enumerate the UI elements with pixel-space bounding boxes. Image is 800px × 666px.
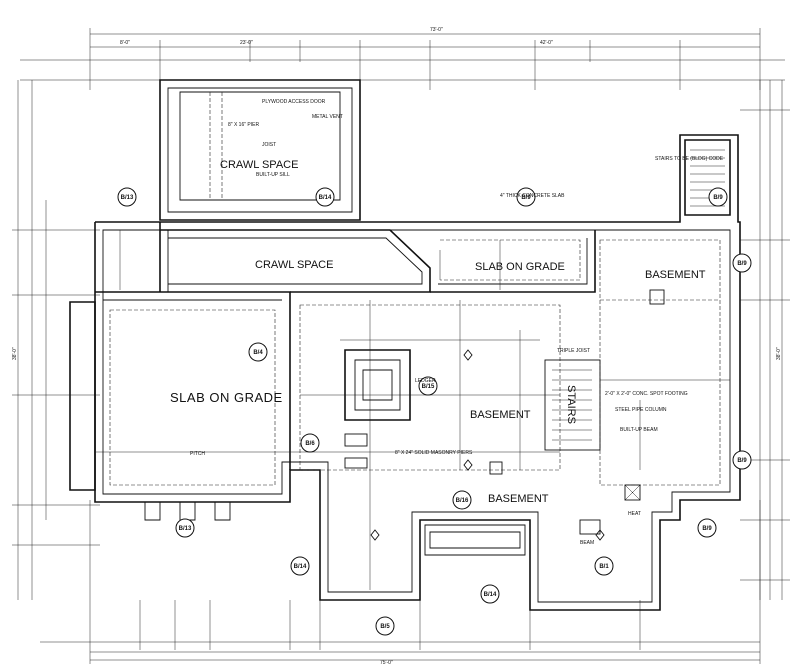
section-tag-label: B/9 [521,195,531,201]
section-tag-circle [732,450,752,470]
room-crawl-space-upper: CRAWL SPACE [220,159,298,171]
section-tag-label: B/16 [456,498,469,504]
section-tag: B/9 [697,518,717,538]
note-plywood-access-door: PLYWOOD ACCESS DOOR [262,99,326,105]
note-metal-vent: METAL VENT [312,114,343,120]
section-tag-circle [708,187,728,207]
section-tag: B/15 [418,376,438,396]
section-tag-label: B/9 [702,526,712,532]
dim-right-overall: 38'-0" [776,347,782,360]
room-basement-right: BASEMENT [645,269,706,281]
stair-run [544,149,725,451]
note-pitch: PITCH [190,451,205,457]
section-tag-label: B/15 [422,384,435,390]
room-slab-on-grade-center: SLAB ON GRADE [475,261,565,273]
section-tag-label: B/9 [737,458,747,464]
column-markers [370,349,605,541]
section-tag-label: B/14 [484,592,497,598]
fireplace [344,349,411,469]
note-built-up-sill: BUILT-UP SILL [256,172,290,178]
section-tag-circle [248,342,268,362]
section-tag-circle [594,556,614,576]
section-tag: B/14 [290,556,310,576]
section-tag: B/9 [708,187,728,207]
section-tag-circle [480,584,500,604]
note-heat: HEAT [628,511,641,517]
note-ledger: LEDGER [415,378,436,384]
note-built-up-beam: BUILT-UP BEAM [620,427,658,433]
foundation-walls [69,79,741,611]
note-beam: BEAM [580,540,594,546]
section-tag-label: B/9 [737,261,747,267]
dim-top-left: 8'-0" [120,40,130,46]
room-basement-center: BASEMENT [470,409,531,421]
dim-bottom-overall: 75'-0" [380,660,393,666]
room-stairs: STAIRS [565,385,577,424]
section-tag-circle [290,556,310,576]
section-tag-label: B/13 [179,526,192,532]
room-basement-lower: BASEMENT [488,493,549,505]
note-triple-joist: TRIPLE JOIST [557,348,590,354]
section-tag-circle [315,187,335,207]
section-tag-label: B/1 [599,564,609,570]
section-tag-circle [175,518,195,538]
dim-top-overall: 73'-0" [430,27,443,33]
section-tag: B/16 [452,490,472,510]
section-tag: B/14 [480,584,500,604]
section-tag-circle [732,253,752,273]
section-tag-label: B/9 [713,195,723,201]
note-slab: 4" THICK CONCRETE SLAB [500,193,565,199]
section-tag-circle [418,376,438,396]
section-tag-label: B/4 [253,350,263,356]
room-slab-on-grade-left: SLAB ON GRADE [170,390,283,405]
note-spot-footing: 2'-0" X 2'-0" CONC. SPOT FOOTING [605,391,688,397]
section-tag-label: B/13 [121,195,134,201]
side-dimension-strings: 38'-0" 38'-0" [12,80,790,600]
section-tag: B/9 [732,450,752,470]
section-tag: B/14 [315,187,335,207]
dim-top-right: 42'-0" [540,40,553,46]
dim-top-mid: 23'-0" [240,40,253,46]
section-tag-circle [375,616,395,636]
dim-left-overall: 38'-0" [12,347,18,360]
section-tag-circle [117,187,137,207]
section-tag-label: B/6 [305,441,315,447]
note-steel-pipe-column: STEEL PIPE COLUMN [615,407,667,413]
section-tag-label: B/5 [380,624,390,630]
section-tag-circle [452,490,472,510]
section-tag: B/13 [117,187,137,207]
note-stair-code: STAIRS TO BE (BLDG) CODE [655,156,724,162]
note-masonry-piers: 8" X 24" SOLID MASONRY PIERS [395,450,473,456]
equipment [489,289,665,535]
room-crawl-space-middle: CRAWL SPACE [255,259,333,271]
note-joist: JOIST [262,142,276,148]
section-tag: B/1 [594,556,614,576]
section-tag-label: B/14 [294,564,307,570]
section-tag-circle [516,187,536,207]
section-tag-label: B/14 [319,195,332,201]
section-tag-circle [697,518,717,538]
slab-edges [109,239,721,486]
section-tag: B/5 [375,616,395,636]
section-tag: B/9 [516,187,536,207]
section-tag: B/13 [175,518,195,538]
section-tag-circle [300,433,320,453]
section-tag: B/4 [248,342,268,362]
section-tag: B/9 [732,253,752,273]
note-pier: 8" X 16" PIER [228,122,259,128]
section-tag: B/6 [300,433,320,453]
top-dimension-strings: 73'-0" 8'-0" 23'-0" 42'-0" [20,27,785,90]
